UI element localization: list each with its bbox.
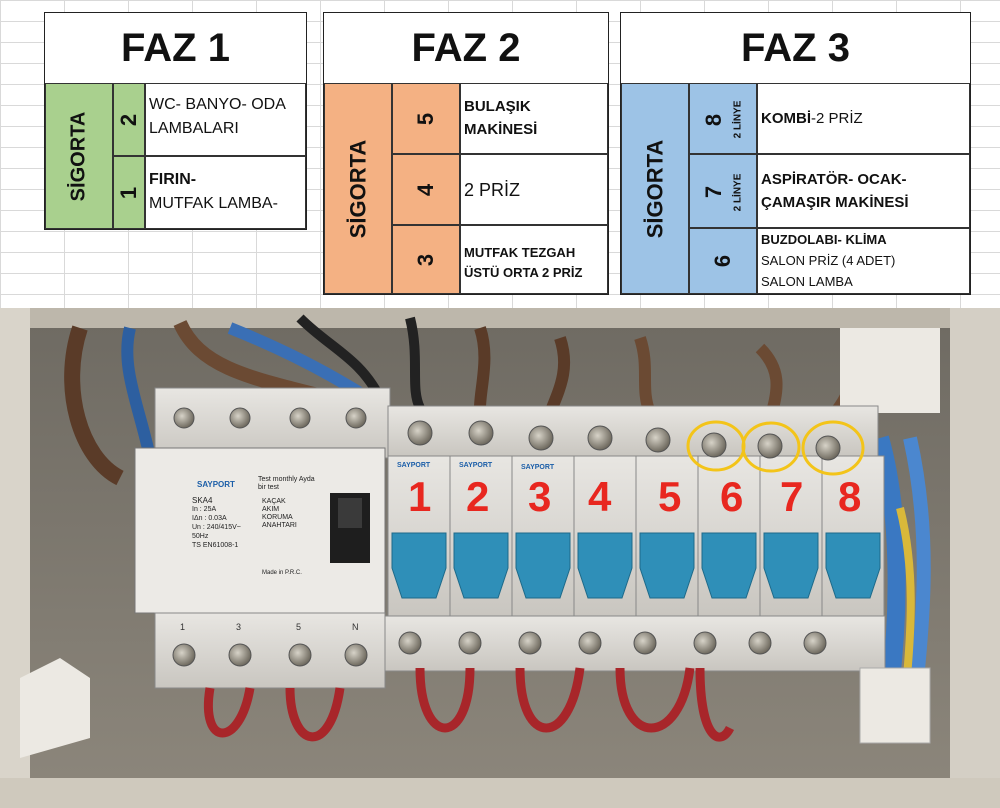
- rcd-made-in: Made in P.R.C.: [262, 570, 302, 576]
- rcd-terminal-3: 3: [236, 622, 242, 632]
- breaker-number-3: 3: [528, 473, 552, 520]
- faz3-fuse-7-number: 7 2 LİNYE: [689, 154, 757, 228]
- faz3-fuse-7-desc: ASPİRATÖR- OCAK- ÇAMAŞIR MAKİNESİ: [757, 154, 970, 228]
- panel-photo: SAYPORT SKA4 In : 25A IΔn : 0.03A Un : 2…: [0, 308, 1000, 808]
- breaker-brand-3: SAYPORT: [521, 464, 555, 471]
- rcd-kacak-2: AKIM: [262, 506, 280, 513]
- faz2-sigorta-label: SİGORTA: [324, 83, 392, 294]
- faz1-fuse-2-number: 2: [113, 83, 145, 156]
- rcd-brand: SAYPORT: [197, 480, 235, 489]
- rcd-spec-3: Un : 240/415V~: [192, 524, 241, 531]
- breaker-brand-2: SAYPORT: [459, 462, 493, 469]
- breaker-number-6: 6: [720, 473, 744, 520]
- faz1-fuse-2-desc: WC- BANYO- ODA LAMBALARI: [145, 83, 306, 156]
- faz1-sigorta-label: SİGORTA: [45, 83, 113, 229]
- spreadsheet-area: FAZ 1 SİGORTA 2 WC- BANYO- ODA LAMBALARI…: [0, 0, 1000, 308]
- faz2-fuse-4-desc: 2 PRİZ: [460, 154, 608, 225]
- rcd-kacak-3: KORUMA: [262, 514, 293, 521]
- faz3-title: FAZ 3: [621, 13, 970, 84]
- faz3-fuse-6-desc: BUZDOLABI- KLİMA SALON PRİZ (4 ADET) SAL…: [757, 228, 970, 294]
- rcd-terminal-1: 1: [180, 622, 186, 632]
- faz1-table: FAZ 1 SİGORTA 2 WC- BANYO- ODA LAMBALARI…: [44, 12, 307, 230]
- rcd-spec-2: IΔn : 0.03A: [192, 515, 227, 522]
- panel-illustration: [0, 308, 1000, 808]
- rcd-spec-5: TS EN61008-1: [192, 542, 239, 549]
- faz2-fuse-3-number: 3: [392, 225, 460, 294]
- rcd-terminal-n: N: [352, 622, 359, 632]
- faz1-fuse-1-desc: FIRIN- MUTFAK LAMBA-: [145, 156, 306, 229]
- breaker-number-8: 8: [838, 473, 862, 520]
- faz2-fuse-5-desc: BULAŞIK MAKİNESİ: [460, 83, 608, 154]
- faz3-fuse-6-number: 6: [689, 228, 757, 294]
- breaker-number-7: 7: [780, 473, 804, 520]
- faz3-fuse-8-desc: KOMBİ-2 PRİZ: [757, 83, 970, 154]
- faz1-fuse-1-number: 1: [113, 156, 145, 229]
- rcd-spec-1: In : 25A: [192, 506, 217, 513]
- rcd-terminal-5: 5: [296, 622, 302, 632]
- rcd-spec-4: 50Hz: [192, 533, 209, 540]
- faz3-sigorta-label: SİGORTA: [621, 83, 689, 294]
- faz3-table: FAZ 3 SİGORTA 8 2 LİNYE KOMBİ-2 PRİZ 7 2…: [620, 12, 971, 295]
- breaker-number-4: 4: [588, 473, 612, 520]
- rcd-kacak-1: KAÇAK: [262, 498, 286, 505]
- breaker-number-5: 5: [658, 473, 682, 520]
- rcd-kacak-4: ANAHTARI: [262, 522, 297, 529]
- breaker-number-2: 2: [466, 473, 490, 520]
- faz2-fuse-5-number: 5: [392, 83, 460, 154]
- faz2-fuse-4-number: 4: [392, 154, 460, 225]
- faz3-fuse-8-number: 8 2 LİNYE: [689, 83, 757, 154]
- rcd-test-label: Test monthly Ayda bir test: [258, 476, 315, 491]
- breaker-brand-1: SAYPORT: [397, 462, 431, 469]
- faz2-title: FAZ 2: [324, 13, 608, 84]
- breaker-number-1: 1: [408, 473, 432, 520]
- rcd-model: SKA4: [192, 496, 213, 505]
- faz2-fuse-3-desc: MUTFAK TEZGAH ÜSTÜ ORTA 2 PRİZ: [460, 225, 608, 294]
- faz1-title: FAZ 1: [45, 13, 306, 84]
- faz2-table: FAZ 2 SİGORTA 5 BULAŞIK MAKİNESİ 4 2 PRİ…: [323, 12, 609, 295]
